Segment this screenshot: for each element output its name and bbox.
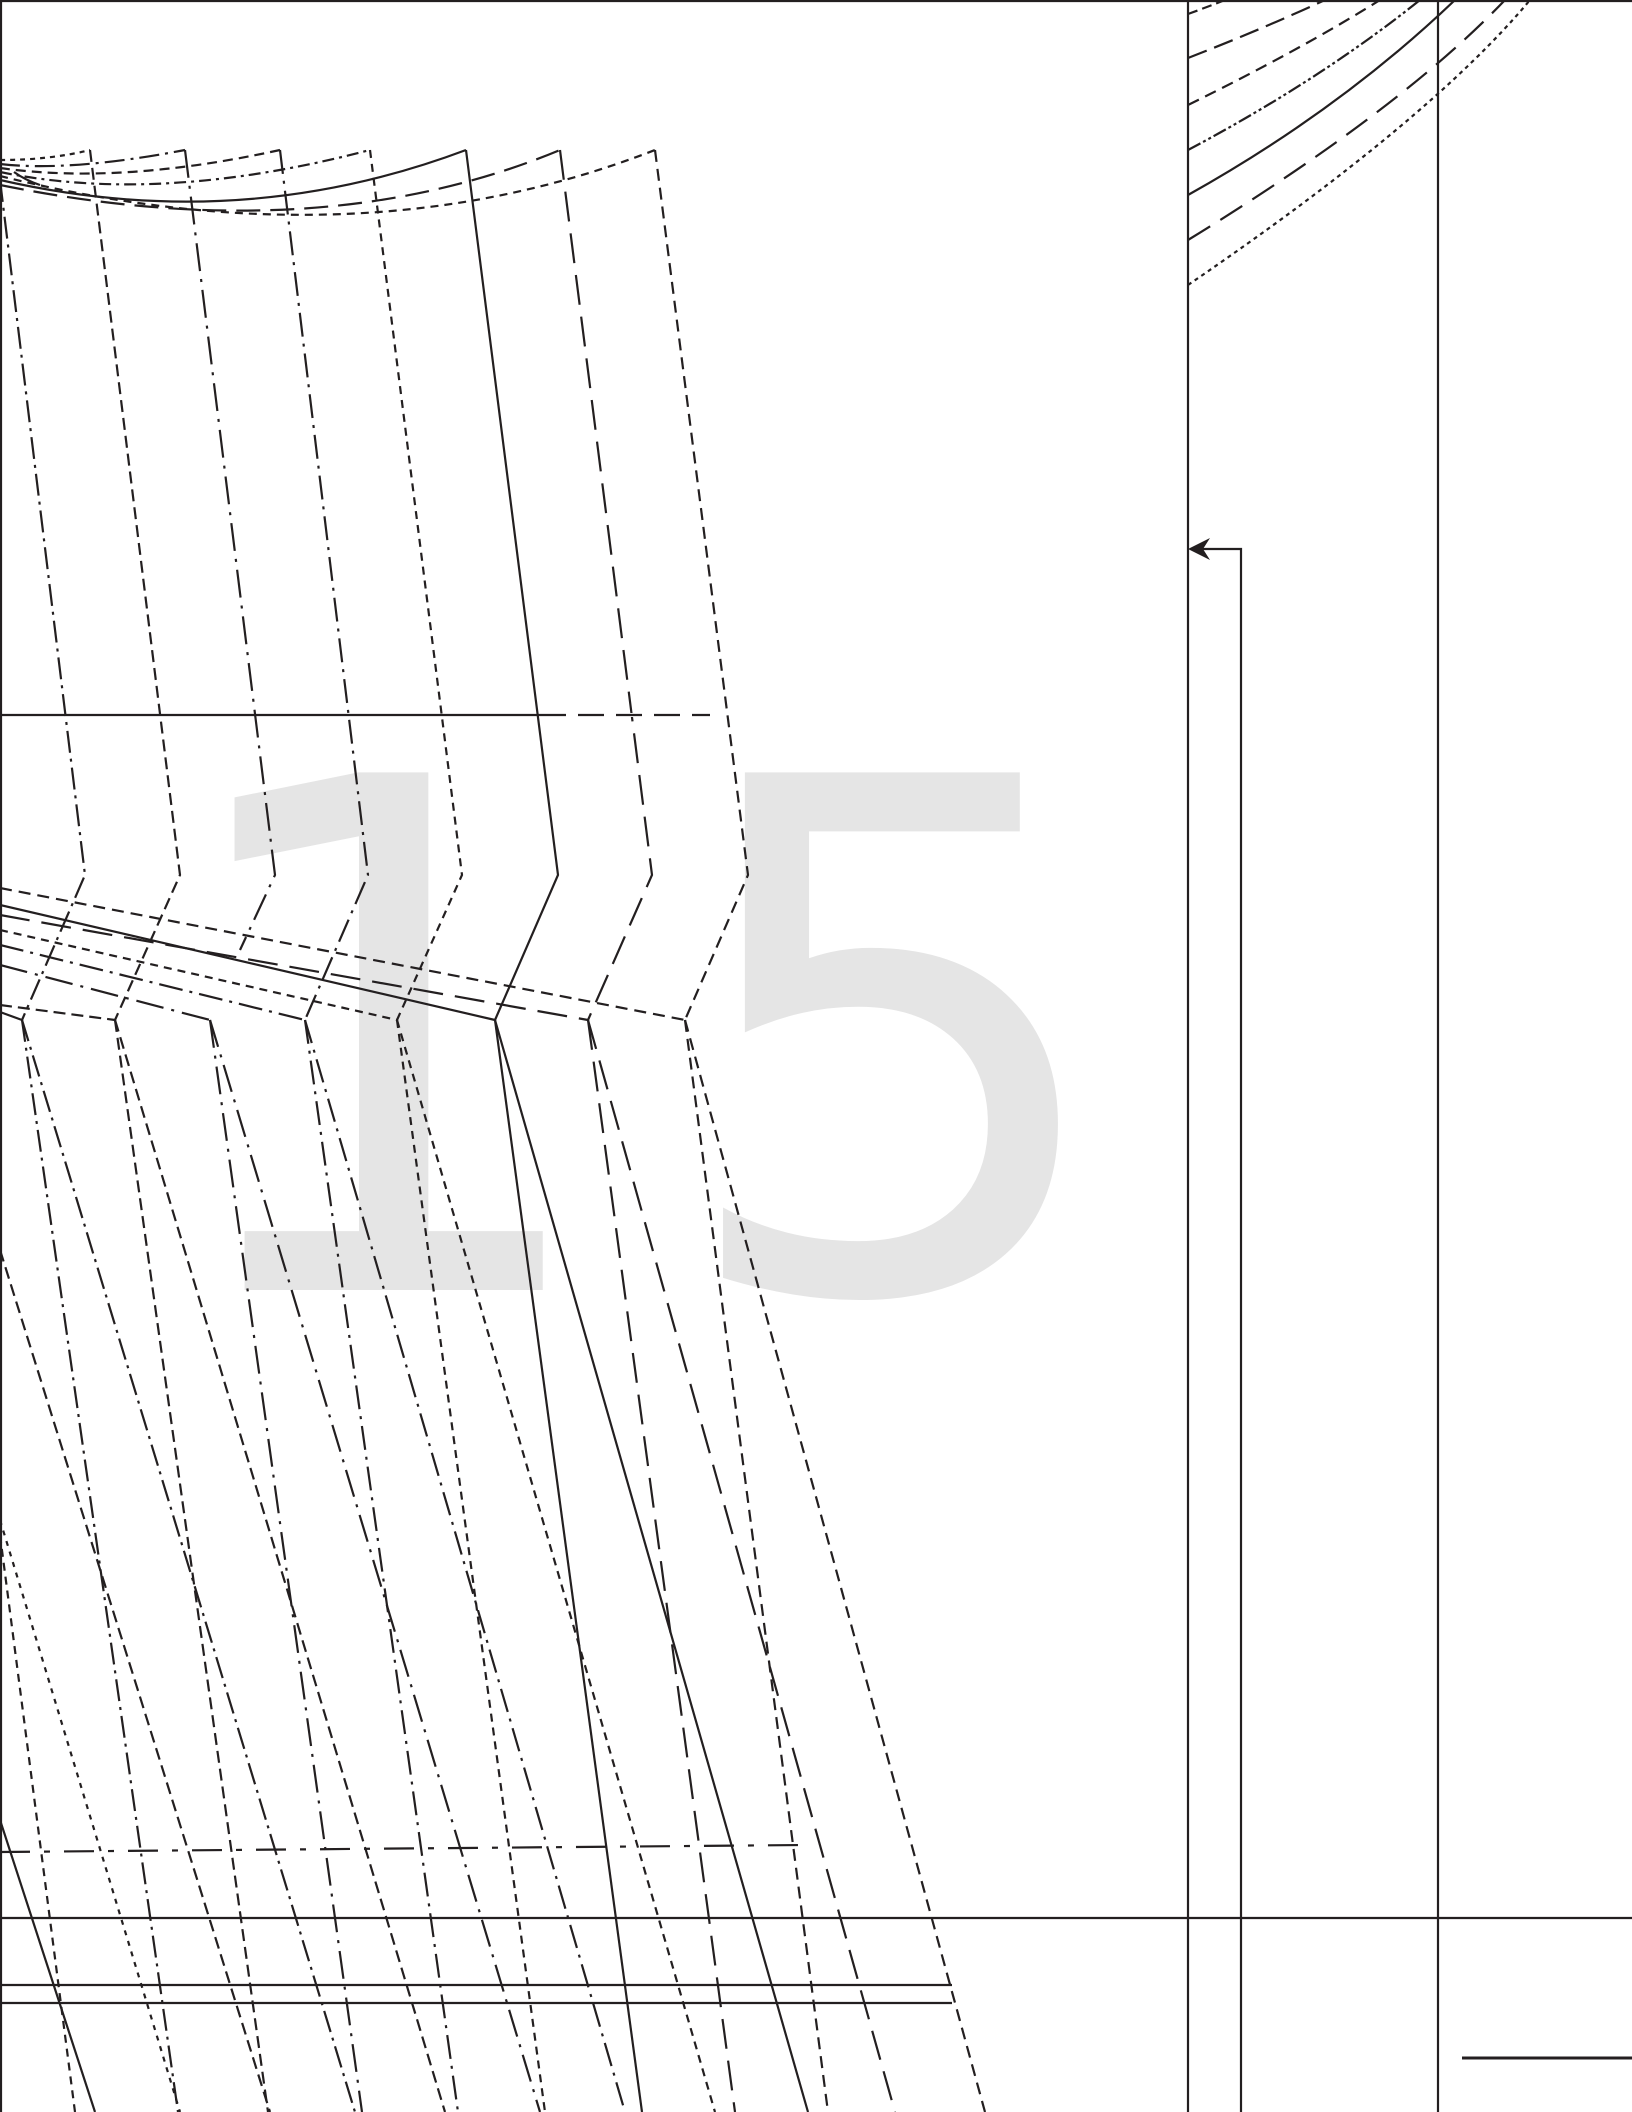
lower-seam-dashdot-long-b: [208, 1019, 542, 2112]
side-seam-upper-dash-b: [88, 149, 182, 1021]
lower-seam-dash-a: [683, 1019, 830, 2112]
arrow-left-icon: [1188, 538, 1210, 560]
grainline: [1196, 547, 1243, 2112]
side-seam-upper-dash: [653, 149, 750, 1021]
side-seam-upper-solid: [464, 149, 560, 1021]
waist-line-solid: [0, 903, 496, 1022]
lower-lengthen-line: [0, 1843, 806, 1854]
lower-seam-dash-long-b: [586, 1019, 897, 2112]
waist-line-dash-b: [0, 1003, 116, 1022]
waist-line-stub: [0, 1010, 23, 1022]
lower-seam-dashdot-a: [303, 1019, 460, 2112]
lower-seam-dash-long-a: [586, 1019, 737, 2112]
neck-curve-dotted: [1187, 0, 1531, 286]
side-seam-upper-dashdot-long: [183, 149, 277, 951]
neck-curve-dash: [1187, 0, 1381, 106]
lower-seam-dashdot-long-a: [208, 1019, 364, 2112]
lower-seam-solid-a: [493, 1019, 644, 2112]
neck-curve-dash-long: [1187, 0, 1506, 241]
hem-curve-dashdot-b: [0, 148, 186, 168]
lower-seam-dash-b-a: [113, 1019, 270, 2112]
lower-seam-edge-b: [0, 1519, 182, 2112]
waist-line-dash-long: [0, 913, 589, 1022]
lower-seam-dash-short-a: [395, 1019, 547, 2112]
hem-curve-dash-short: [0, 148, 656, 216]
hem-curve-dashdot-a: [0, 148, 371, 186]
hem-curve-stub: [13, 171, 41, 187]
lower-seam-dashdot-b-b: [20, 1019, 357, 2112]
side-seam-upper-dash-short: [368, 149, 464, 1021]
hem-curve-dash-long: [0, 148, 561, 212]
waist-line-dashdot-long: [0, 963, 211, 1022]
lower-seam-dashdot-b: [303, 1019, 627, 2112]
lower-seam-edge-a: [0, 1249, 272, 2112]
waist-line-dash-short: [0, 928, 398, 1022]
hem-curve-solid: [0, 148, 467, 203]
neck-curve-solid: [1187, 0, 1456, 196]
waist-line-dashdot: [0, 943, 306, 1022]
hem-curve-dotted: [0, 148, 91, 162]
side-seam-upper-dashdot: [278, 149, 370, 1021]
neck-curve-dashdotdot: [1187, 0, 1421, 151]
lower-seam-dash-short-b: [395, 1019, 717, 2112]
lower-seam-edge-d: [0, 1534, 77, 2112]
lower-seam-solid-b: [493, 1019, 810, 2112]
side-seam-upper-dashdot-b: [0, 179, 87, 1021]
page-number-watermark: 15: [157, 632, 1180, 1458]
side-seam-upper-dash-long: [558, 149, 654, 1021]
waist-line-dash: [0, 886, 686, 1022]
neck-curve-stub: [1187, 0, 1226, 16]
neck-curve-dash-b: [1187, 0, 1326, 60]
lower-seam-dash-b-b: [113, 1019, 447, 2112]
lower-seam-edge-c: [0, 1819, 97, 2112]
hem-curve-dash-b: [0, 148, 281, 175]
